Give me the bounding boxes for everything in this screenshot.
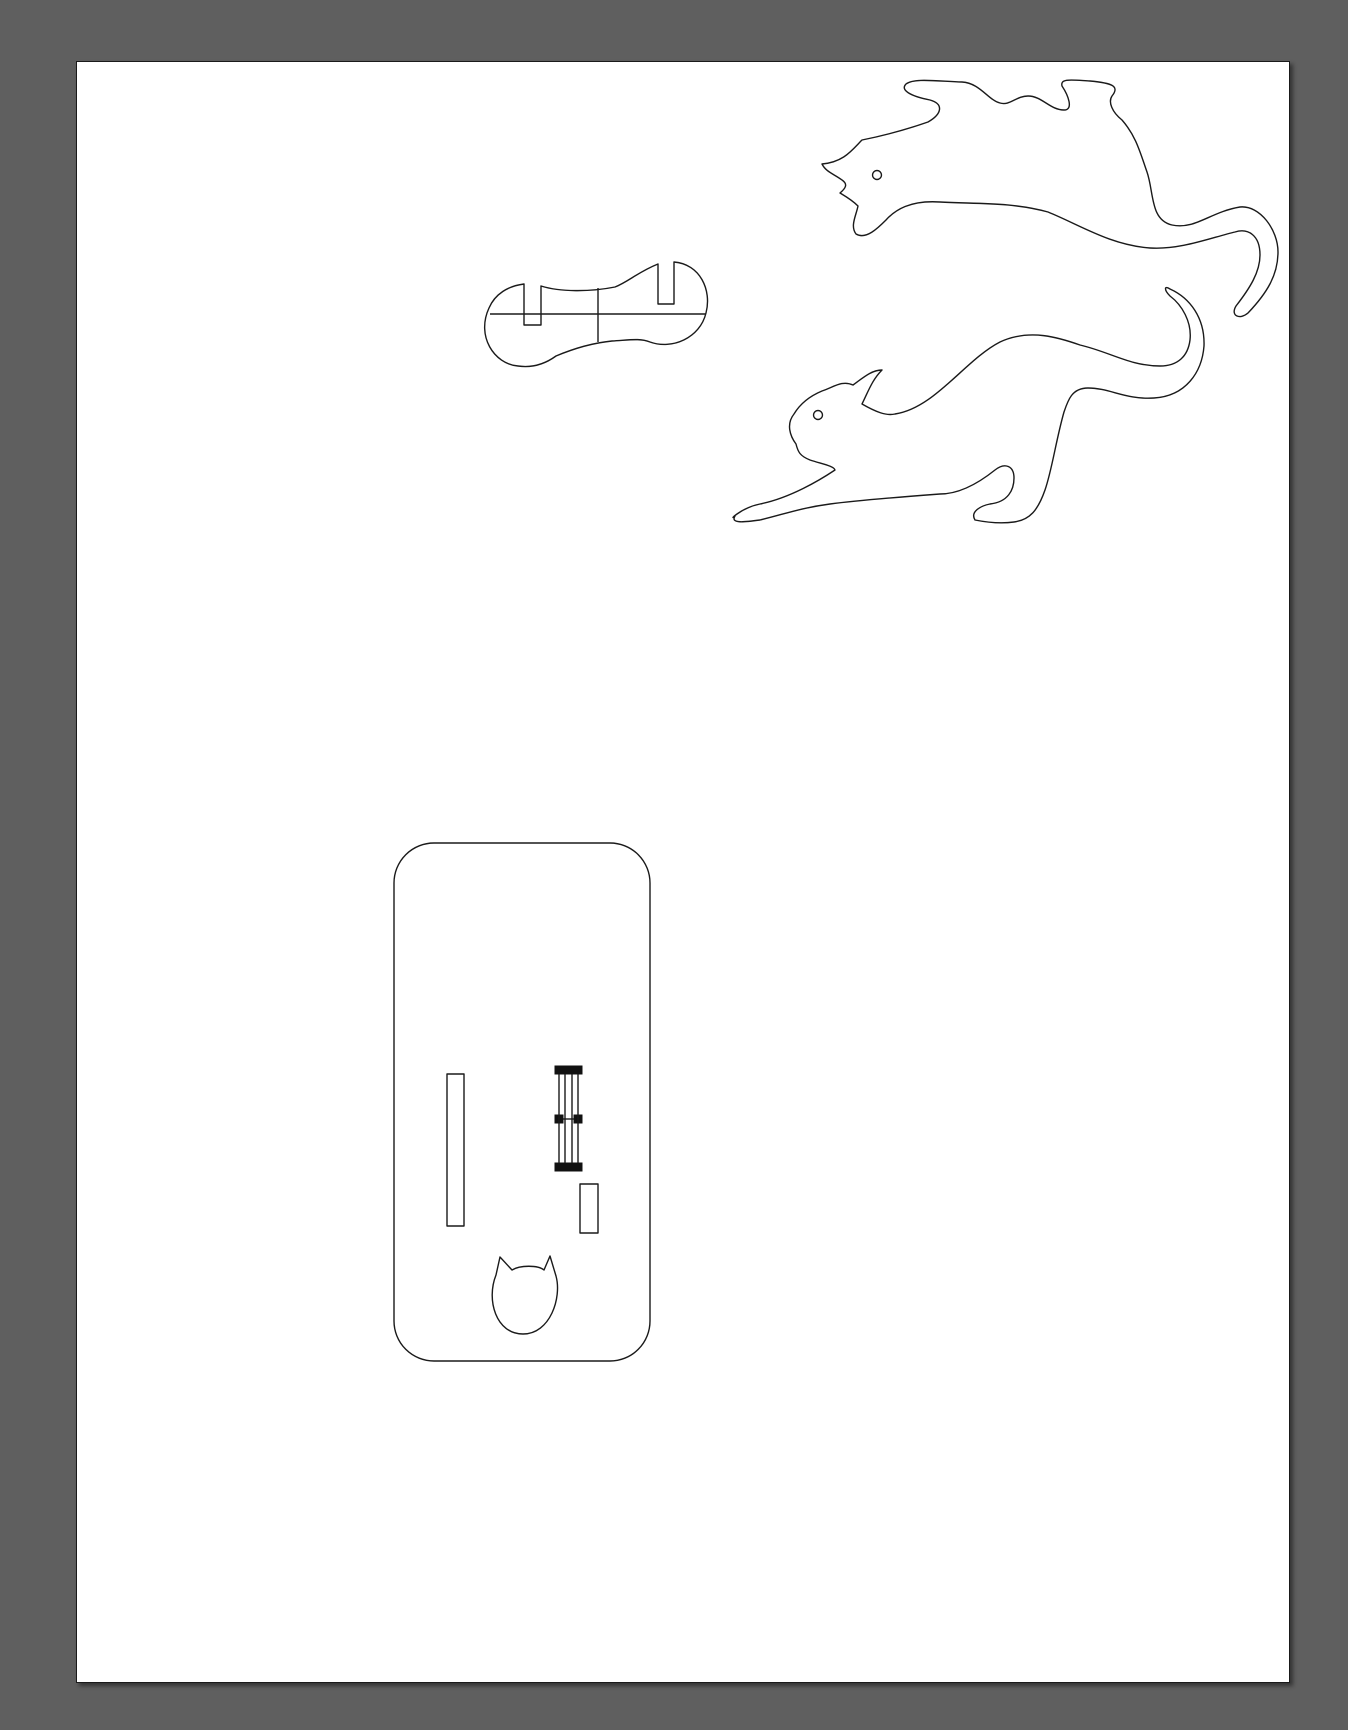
cat-stretching-outline [732,286,1205,524]
cat-head-cutout [491,1255,559,1335]
base-board-piece[interactable] [393,842,651,1362]
base-board-outline [393,842,651,1362]
cat-jumping-piece[interactable] [821,79,1279,318]
artboard[interactable] [76,61,1290,1683]
cat-jumping-eye [871,169,883,181]
cat-jumping-outline [821,79,1279,318]
connector-piece[interactable] [484,261,709,368]
cat-stretching-piece[interactable] [732,286,1205,524]
cat-stretching-eye [812,409,824,421]
short-slot [579,1183,599,1234]
long-slot [446,1073,465,1227]
connector-outline [484,261,709,368]
hinge-mechanism [554,1065,583,1172]
